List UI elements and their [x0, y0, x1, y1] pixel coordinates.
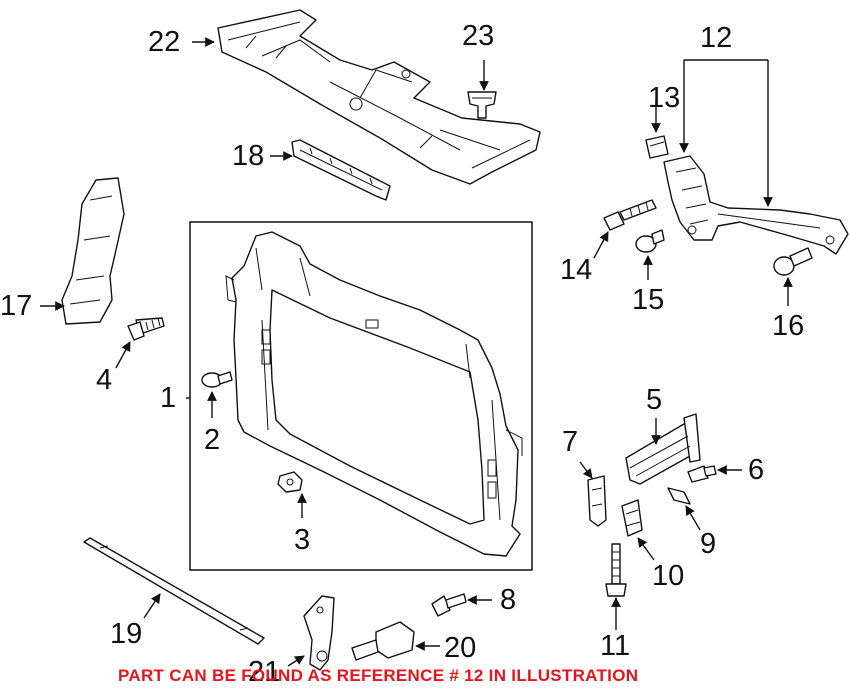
part-23-clip — [467, 91, 497, 119]
callout-17: 17 — [0, 290, 33, 322]
part-17-air-guide — [61, 177, 125, 325]
callout-8: 8 — [500, 584, 517, 616]
part-10-bracket — [621, 499, 643, 537]
callout-11: 11 — [600, 630, 631, 662]
callout-10: 10 — [652, 560, 685, 592]
callout-13: 13 — [648, 82, 681, 114]
callout-16: 16 — [772, 310, 805, 342]
callout-5: 5 — [646, 384, 663, 416]
callout-14: 14 — [560, 254, 593, 286]
assembly-box — [189, 221, 533, 571]
callout-23: 23 — [462, 20, 495, 52]
callout-20: 20 — [444, 632, 477, 664]
leader-lines — [40, 37, 793, 667]
part-18-seal-strip — [291, 139, 391, 201]
part-4-bolt — [127, 317, 165, 341]
part-21-bracket — [303, 595, 335, 671]
callout-21: 21 — [248, 656, 281, 688]
part-14-bolt — [603, 199, 657, 231]
callout-7: 7 — [562, 426, 579, 458]
part-16-nut — [773, 247, 813, 276]
callout-1: 1 — [160, 382, 177, 414]
part-13-bracket — [645, 135, 669, 159]
callout-4: 4 — [96, 364, 113, 396]
callout-6: 6 — [748, 454, 765, 486]
part-11-long-bolt — [605, 543, 627, 597]
part-20-switch — [351, 621, 415, 661]
callout-3: 3 — [294, 524, 311, 556]
part-9-clip — [667, 487, 691, 505]
callout-2: 2 — [204, 424, 221, 456]
callout-22: 22 — [148, 26, 181, 58]
part-7-bracket — [587, 475, 607, 527]
callout-15: 15 — [632, 284, 665, 316]
callout-19: 19 — [110, 618, 143, 650]
part-2-screw — [201, 371, 233, 388]
part-12-assembly — [663, 155, 849, 255]
callout-18: 18 — [232, 140, 265, 172]
part-19-rod — [83, 537, 265, 645]
part-8-bolt — [431, 593, 467, 617]
callout-9: 9 — [700, 528, 717, 560]
part-22-upper-tie-bar — [217, 9, 541, 185]
footnote-text: PART CAN BE FOUND AS REFERENCE # 12 IN I… — [118, 666, 639, 685]
part-15-nut — [635, 229, 665, 253]
part-3-clip — [277, 471, 303, 493]
part-6-bolt — [687, 465, 717, 483]
callout-12: 12 — [700, 22, 733, 54]
part-5-crash-box — [625, 413, 701, 485]
part-1-radiator-support — [225, 231, 523, 557]
